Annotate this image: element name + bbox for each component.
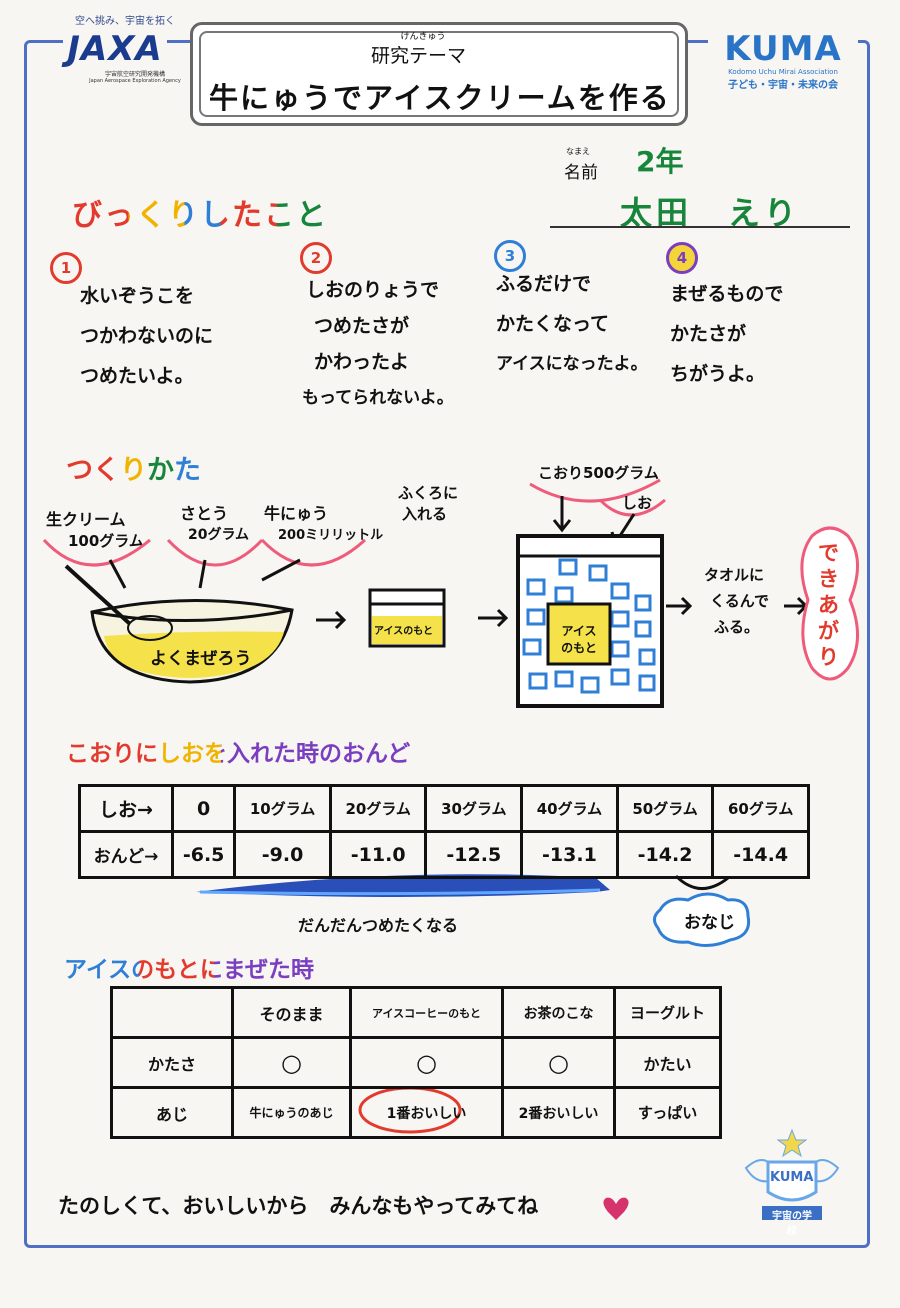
name-label: 名前 (564, 163, 598, 183)
table-cell: ○ (230, 1036, 353, 1089)
table-cell: すっぱい (613, 1086, 722, 1139)
bag-text: アイスのもと (374, 626, 433, 637)
theme-ruby: けんきゅう (400, 32, 446, 42)
table-cell: -12.5 (424, 830, 524, 879)
table-col-header: ヨーグルト (613, 986, 722, 1039)
arrow-note: だんだんつめたくなる (298, 916, 459, 935)
school-logo-word: KUMA (770, 1170, 814, 1185)
table-row-header: おんど→ (78, 830, 174, 879)
jaxa-subtitle: 宇宙航空研究開発機構 (104, 71, 165, 78)
kuma-jp: 子ども・宇宙・未来の会 (728, 80, 838, 91)
item-number-2: 2 (300, 242, 332, 274)
table-cell: 1番おいしい (349, 1086, 504, 1139)
bag-label: ふくろに入れる (398, 484, 459, 523)
kuma-logo: KUMA Kodomo Uchu Mirai Association 子ども・宇… (708, 30, 858, 91)
table-cell: 30グラム (424, 784, 524, 833)
ice-label: こおり500グラム (538, 464, 659, 482)
jaxa-logo: 空へ挑み、宇宙を拓く JAXA 宇宙航空研究開発機構 Japan Aerospa… (40, 12, 190, 102)
table-col-header: アイスコーヒーのもと (349, 986, 504, 1039)
table-col-header: そのまま (230, 986, 353, 1039)
table-cell: 2番おいしい (500, 1086, 617, 1139)
closing-message: たのしくて、おいしいから みんなもやってみてね (58, 1194, 539, 1218)
table-row-header: あじ (110, 1086, 234, 1139)
name-ruby: なまえ (566, 147, 590, 156)
jaxa-subtitle-en: Japan Aerospace Exploration Agency (89, 78, 181, 84)
table-col-header: お茶のこな (500, 986, 617, 1039)
grade: 2年 (636, 145, 684, 178)
table-cell: -13.1 (520, 830, 619, 879)
table-cell: 40グラム (520, 784, 619, 833)
item-number-4: 4 (666, 242, 698, 274)
student-name: 太田 えり (620, 194, 801, 232)
table-cell: 牛にゅうのあじ (230, 1086, 353, 1139)
salt-temp-table: しお→ 0 10グラム 20グラム 30グラム 40グラム 50グラム 60グラ… (78, 784, 810, 879)
school-logo: KUMA 宇宙の学校 (738, 1128, 846, 1237)
same-note: おなじ (684, 913, 735, 933)
school-emblem-icon (744, 1128, 840, 1220)
table-cell: -14.2 (615, 830, 715, 879)
school-name: 宇宙の学校 (772, 1211, 812, 1237)
surprise-item-2: しおのりょうで つめたさが かわったよ もってられないよ。 (302, 279, 454, 408)
mix-table-title: アイスのもとにまぜた時 (64, 957, 315, 983)
kuma-wordmark: KUMA (724, 29, 842, 69)
theme-title: 牛にゅうでアイスクリームを作る (209, 81, 671, 115)
surprise-item-3: ふるだけで かたくなって アイスになったよ。 (496, 273, 648, 374)
theme-label: 研究テーマ (371, 45, 467, 67)
name-underline (550, 226, 850, 228)
table-cell: ○ (349, 1036, 504, 1089)
bucket-text: アイスのもと (561, 624, 597, 655)
howto-title: つくりかた (66, 455, 201, 486)
theme-box: けんきゅう 研究テーマ 牛にゅうでアイスクリームを作る (190, 22, 688, 126)
jaxa-tagline: 空へ挑み、宇宙を拓く (75, 16, 175, 27)
mix-text: よくまぜろう (150, 649, 252, 669)
table-cell: -14.4 (711, 830, 810, 879)
table-corner (110, 986, 234, 1039)
kuma-en: Kodomo Uchu Mirai Association (728, 68, 838, 76)
table-cell: -11.0 (328, 830, 428, 879)
surprise-item-4: まぜるもので かたさが ちがうよ。 (670, 283, 784, 385)
surprise-title-text: びっくりしたこと (72, 198, 328, 233)
salt-table-title: こおりにしおを入れた時のおんど (66, 741, 411, 767)
towel-text: タオルにくるんでふる。 (704, 566, 769, 636)
table-cell: 20グラム (328, 784, 428, 833)
surprise-title: びっくりしたこと (72, 190, 328, 234)
table-cell: 10グラム (233, 784, 332, 833)
table-cell: 60グラム (711, 784, 810, 833)
table-row-header: しお→ (78, 784, 174, 833)
table-cell: かたい (613, 1036, 722, 1089)
table-cell: ○ (500, 1036, 617, 1089)
surprise-item-1: 水いぞうこを つかわないのに つめたいよ。 (80, 285, 214, 387)
item-number-3: 3 (494, 240, 526, 272)
item-number-1: 1 (50, 252, 82, 284)
salt-label: しお (622, 494, 653, 512)
table-row-header: かたさ (110, 1036, 234, 1089)
table-cell: 0 (170, 784, 237, 833)
jaxa-wordmark: JAXA (63, 29, 167, 69)
table-cell: -9.0 (233, 830, 332, 879)
done-label: できあがり (818, 541, 839, 669)
mix-table: そのまま アイスコーヒーのもと お茶のこな ヨーグルト かたさ ○ ○ ○ かた… (110, 986, 722, 1139)
table-cell: -6.5 (170, 830, 237, 879)
table-cell: 50グラム (615, 784, 715, 833)
